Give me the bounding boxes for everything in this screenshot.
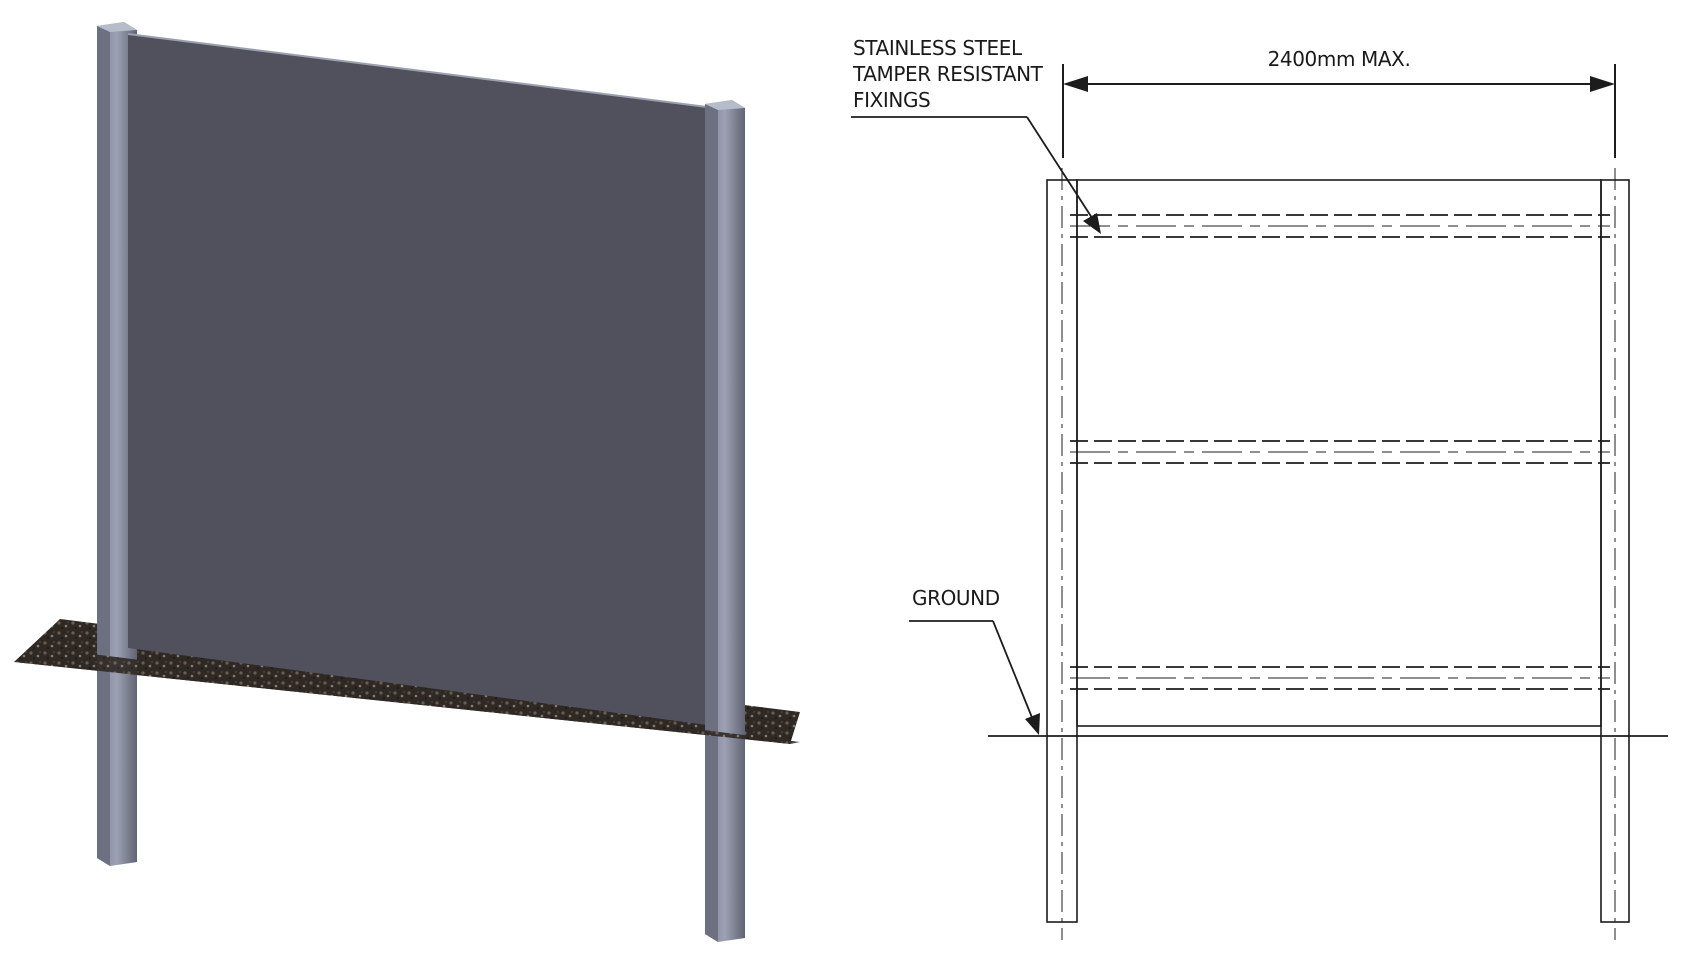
width-dimension-label: 2400mm MAX. [1268, 47, 1411, 71]
fixings-label-line3: FIXINGS [853, 88, 930, 112]
fence-panel [128, 34, 707, 725]
elevation-left-post [1046, 168, 1078, 940]
elevation-right-post [1600, 168, 1630, 940]
ground-label: GROUND [912, 586, 1000, 610]
isometric-fence-view [14, 22, 800, 942]
elevation-panel-outline [1076, 179, 1602, 727]
fixings-label-line2: TAMPER RESISTANT [852, 62, 1044, 86]
rail-bottom [1070, 666, 1610, 690]
elevation-drawing: 2400mm MAX. STAINLESS STEEL TAMPER RESIS… [851, 36, 1668, 940]
fixings-callout: STAINLESS STEEL TAMPER RESISTANT FIXINGS [851, 36, 1101, 234]
rail-middle [1070, 440, 1610, 464]
ground-callout: GROUND [909, 586, 1040, 735]
fixings-label-line1: STAINLESS STEEL [853, 36, 1023, 60]
rail-top [1070, 214, 1610, 238]
right-post [705, 100, 745, 942]
width-dimension [1062, 64, 1616, 158]
